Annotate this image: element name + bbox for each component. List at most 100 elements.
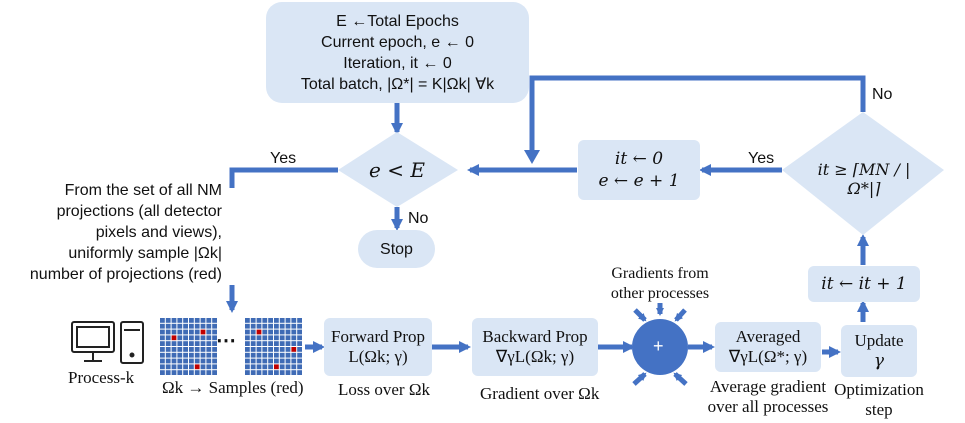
grid-cell (256, 370, 262, 375)
averaged-caption: Average gradient over all processes (700, 377, 836, 417)
update-caption: Optimization step (826, 380, 932, 420)
arrow-other-process-3 (674, 308, 687, 322)
grid-cell (285, 347, 291, 352)
grid-cell (194, 329, 200, 335)
grid-cell (171, 318, 177, 323)
grid-cell (268, 323, 273, 329)
grid-cell (206, 347, 212, 352)
arrow-itercheck-no-loop (529, 75, 866, 152)
grid-cell (268, 347, 273, 352)
grid-cell (297, 318, 302, 323)
grid-cell (268, 370, 273, 375)
grid-cell (256, 358, 262, 364)
forward-box: Forward Prop L(Ωk; γ) (324, 318, 432, 376)
averaged-caption-line-1: Average gradient (709, 377, 827, 396)
grid-cell (297, 352, 302, 358)
grid-cell (177, 358, 183, 364)
grid-cell (212, 347, 217, 352)
init-line-2: Current epoch, e ← 0 (321, 33, 474, 51)
grid-cell (262, 341, 268, 346)
grid-cell (250, 358, 256, 364)
grid-cell (165, 323, 171, 329)
grid-cell (194, 341, 200, 346)
averaged-box: Averaged ∇γL(Ω*; γ) (715, 322, 821, 372)
grid-cell (200, 358, 206, 364)
averaged-caption-line-2: over all processes (707, 397, 829, 416)
grid-cell (160, 370, 165, 375)
grid-cell (285, 335, 291, 341)
arrow-check-yes-to-samples (229, 167, 338, 188)
grid-cell (279, 370, 285, 375)
grid-cell (291, 318, 297, 323)
grid-cell (274, 323, 279, 329)
grid-cell (285, 352, 291, 358)
grid-cell (189, 323, 194, 329)
grid-cell (183, 370, 188, 375)
iter-no-label: No (872, 86, 893, 103)
grid-cell (297, 329, 302, 335)
grid-cell (262, 318, 268, 323)
grid-cell (212, 318, 217, 323)
grid-cell (291, 370, 297, 375)
stop-label: Stop (380, 240, 413, 258)
grid-cell (160, 358, 165, 364)
grid-cell (189, 329, 194, 335)
grid-cell (297, 341, 302, 346)
grid-cell (268, 341, 273, 346)
sampling-note: From the set of all NM projections (all … (0, 180, 222, 285)
grid-cell (183, 347, 188, 352)
grid-cell (160, 323, 165, 329)
grid-cell (177, 335, 183, 341)
grid-cell (206, 341, 212, 346)
grid-cell (285, 364, 291, 370)
grid-cell (297, 370, 302, 375)
grid-cell (171, 329, 177, 335)
grid-cell (268, 329, 273, 335)
grid-cell (291, 364, 297, 370)
grid-cell (212, 341, 217, 346)
grid-cell (194, 335, 200, 341)
grid-cell (177, 318, 183, 323)
grid-cell (165, 318, 171, 323)
sampled-cell (256, 329, 262, 335)
grid-cell (279, 347, 285, 352)
grid-cell (171, 358, 177, 364)
arrow-other-process-1 (633, 308, 647, 322)
grid-cell (189, 341, 194, 346)
reset-line-1: it ← 0 (614, 149, 664, 169)
grid-cell (171, 364, 177, 370)
grid-cell (262, 347, 268, 352)
grid-cell (212, 358, 217, 364)
grid-cell (291, 329, 297, 335)
grid-cell (194, 370, 200, 375)
grid-cell (160, 364, 165, 370)
grid-cell (206, 329, 212, 335)
grid-cell (262, 352, 268, 358)
update-line-1: Update (854, 331, 904, 350)
grid-cell (206, 335, 212, 341)
grid-cell (262, 335, 268, 341)
grid-cell (194, 358, 200, 364)
grid-cell (268, 335, 273, 341)
grid-cell (297, 347, 302, 352)
grid-cell (189, 318, 194, 323)
grid-cell (165, 347, 171, 352)
grid-cell (279, 335, 285, 341)
grid-cell (160, 335, 165, 341)
reset-box: it ← 0 e ← e + 1 (578, 140, 700, 200)
grid-cell (291, 341, 297, 346)
grid-cell (200, 352, 206, 358)
grid-cell (171, 352, 177, 358)
samples-label: Ωk → Samples (red) (162, 378, 304, 397)
arrow-other-process-4 (632, 372, 647, 386)
averaged-line-1: Averaged (735, 327, 801, 346)
grid-cell (274, 352, 279, 358)
grid-cell (274, 341, 279, 346)
increment-label: it ← it + 1 (821, 274, 907, 294)
grid-cell (206, 358, 212, 364)
grid-cell (177, 341, 183, 346)
grid-cell (200, 347, 206, 352)
grid-cell (279, 364, 285, 370)
grid-cell (285, 358, 291, 364)
